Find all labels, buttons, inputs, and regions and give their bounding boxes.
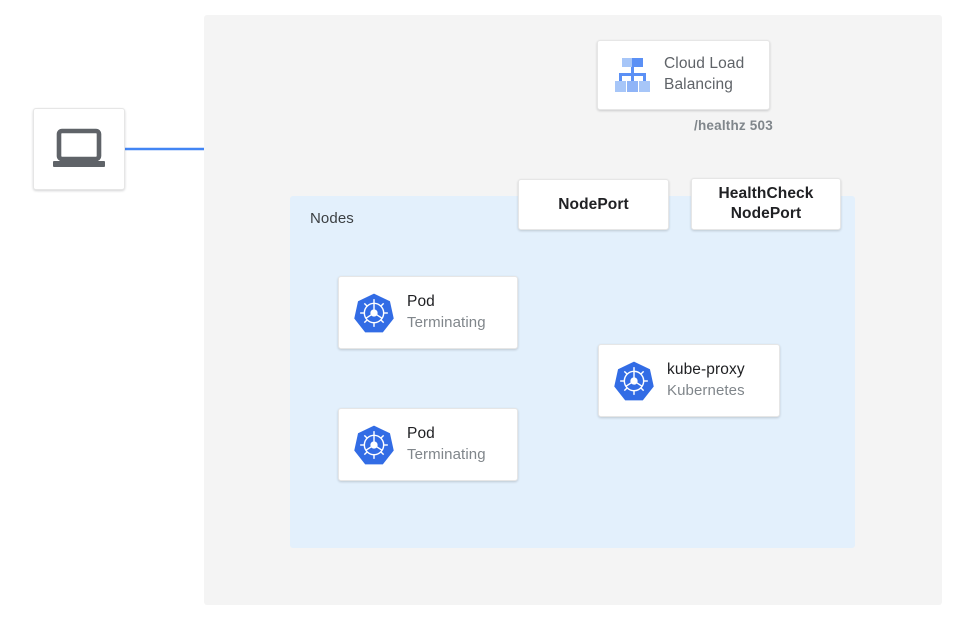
pod-node-2-subtitle: Terminating	[407, 445, 486, 463]
pod-node-1-title: Pod	[407, 293, 435, 311]
client-node[interactable]	[33, 108, 125, 190]
pod-node-1-text: Pod Terminating	[407, 293, 486, 332]
cloud-load-balancing-node[interactable]: Cloud Load Balancing	[597, 40, 770, 110]
nodeport-label: NodePort	[558, 195, 629, 213]
kube-proxy-subtitle: Kubernetes	[667, 381, 745, 399]
laptop-icon	[53, 128, 105, 167]
cloud-load-balancing-label: Cloud Load Balancing	[664, 54, 744, 96]
healthz-edge-label: /healthz 503	[694, 118, 773, 133]
kube-proxy-node[interactable]: kube-proxy Kubernetes	[598, 344, 780, 417]
cloud-load-balancing-label-line1: Cloud Load	[664, 55, 745, 73]
cloud-load-balancing-icon	[615, 58, 650, 92]
pod-node-1-subtitle: Terminating	[407, 313, 486, 331]
kube-proxy-text: kube-proxy Kubernetes	[667, 361, 745, 400]
nodes-panel-label: Nodes	[310, 210, 354, 227]
pod-node-1[interactable]: Pod Terminating	[338, 276, 518, 349]
pod-node-2-text: Pod Terminating	[407, 425, 486, 464]
nodeport-node[interactable]: NodePort	[518, 179, 669, 230]
pod-node-2-title: Pod	[407, 425, 435, 443]
healthcheck-nodeport-label-line1: HealthCheck	[718, 185, 814, 203]
cloud-load-balancing-label-line2: Balancing	[664, 76, 733, 93]
pod-node-2[interactable]: Pod Terminating	[338, 408, 518, 481]
kubernetes-icon	[354, 293, 394, 332]
kubernetes-icon	[614, 361, 654, 400]
healthcheck-nodeport-node[interactable]: HealthCheck NodePort	[691, 178, 841, 230]
healthcheck-nodeport-label-line2: NodePort	[730, 205, 802, 222]
kube-proxy-title: kube-proxy	[667, 361, 745, 379]
healthcheck-nodeport-label: HealthCheck NodePort	[719, 184, 814, 224]
kubernetes-icon	[354, 425, 394, 464]
